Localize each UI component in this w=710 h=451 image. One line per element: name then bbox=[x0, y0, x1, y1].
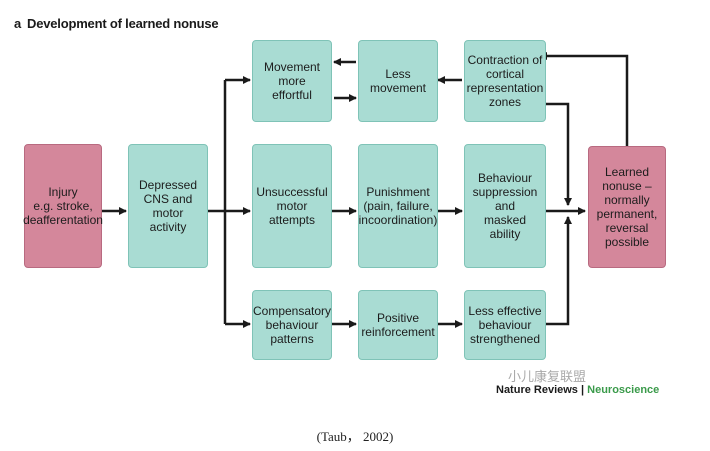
box-unsuccessful-attempts: Unsuccessful motor attempts bbox=[252, 144, 332, 268]
journal-credit: Nature Reviews | Neuroscience bbox=[496, 384, 660, 396]
figure-title: Development of learned nonuse bbox=[27, 16, 219, 31]
box-positive-reinforcement: Positive reinforcement bbox=[358, 290, 438, 360]
figure-caption: (Taub， 2002) bbox=[316, 429, 394, 444]
box-punishment: Punishment (pain, failure, incoordinatio… bbox=[358, 144, 438, 268]
credit-field: Neuroscience bbox=[587, 384, 660, 396]
arrow-nonuse-to-contraction bbox=[539, 52, 629, 146]
watermark-text: 小儿康复联盟 bbox=[508, 370, 587, 385]
box-injury: Injury e.g. stroke, deafferentation bbox=[23, 144, 103, 268]
box-compensatory: Compensatory behaviour patterns bbox=[252, 290, 332, 360]
arrow-contraction-to-nonuse bbox=[545, 102, 572, 206]
box-less-movement: Less movement bbox=[358, 40, 438, 122]
credit-journal: Nature Reviews bbox=[496, 384, 578, 396]
box-behaviour-suppression: Behaviour suppression and masked ability bbox=[464, 144, 546, 268]
box-learned-nonuse: Learned nonuse – normally permanent, rev… bbox=[588, 146, 666, 268]
box-movement-effortful: Movement more effortful bbox=[252, 40, 332, 122]
box-contraction: Contraction of cortical representation z… bbox=[464, 40, 546, 122]
arrow-less-effective-to-nonuse bbox=[546, 216, 572, 326]
connector-arrows bbox=[102, 52, 629, 328]
box-less-effective: Less effective behaviour strengthened bbox=[464, 290, 546, 360]
figure-heading: a Development of learned nonuse bbox=[14, 16, 219, 31]
figure-panel: a Development of learned nonuse bbox=[14, 16, 666, 396]
box-depressed-cns: Depressed CNS and motor activity bbox=[128, 144, 208, 268]
panel-letter: a bbox=[14, 16, 22, 31]
